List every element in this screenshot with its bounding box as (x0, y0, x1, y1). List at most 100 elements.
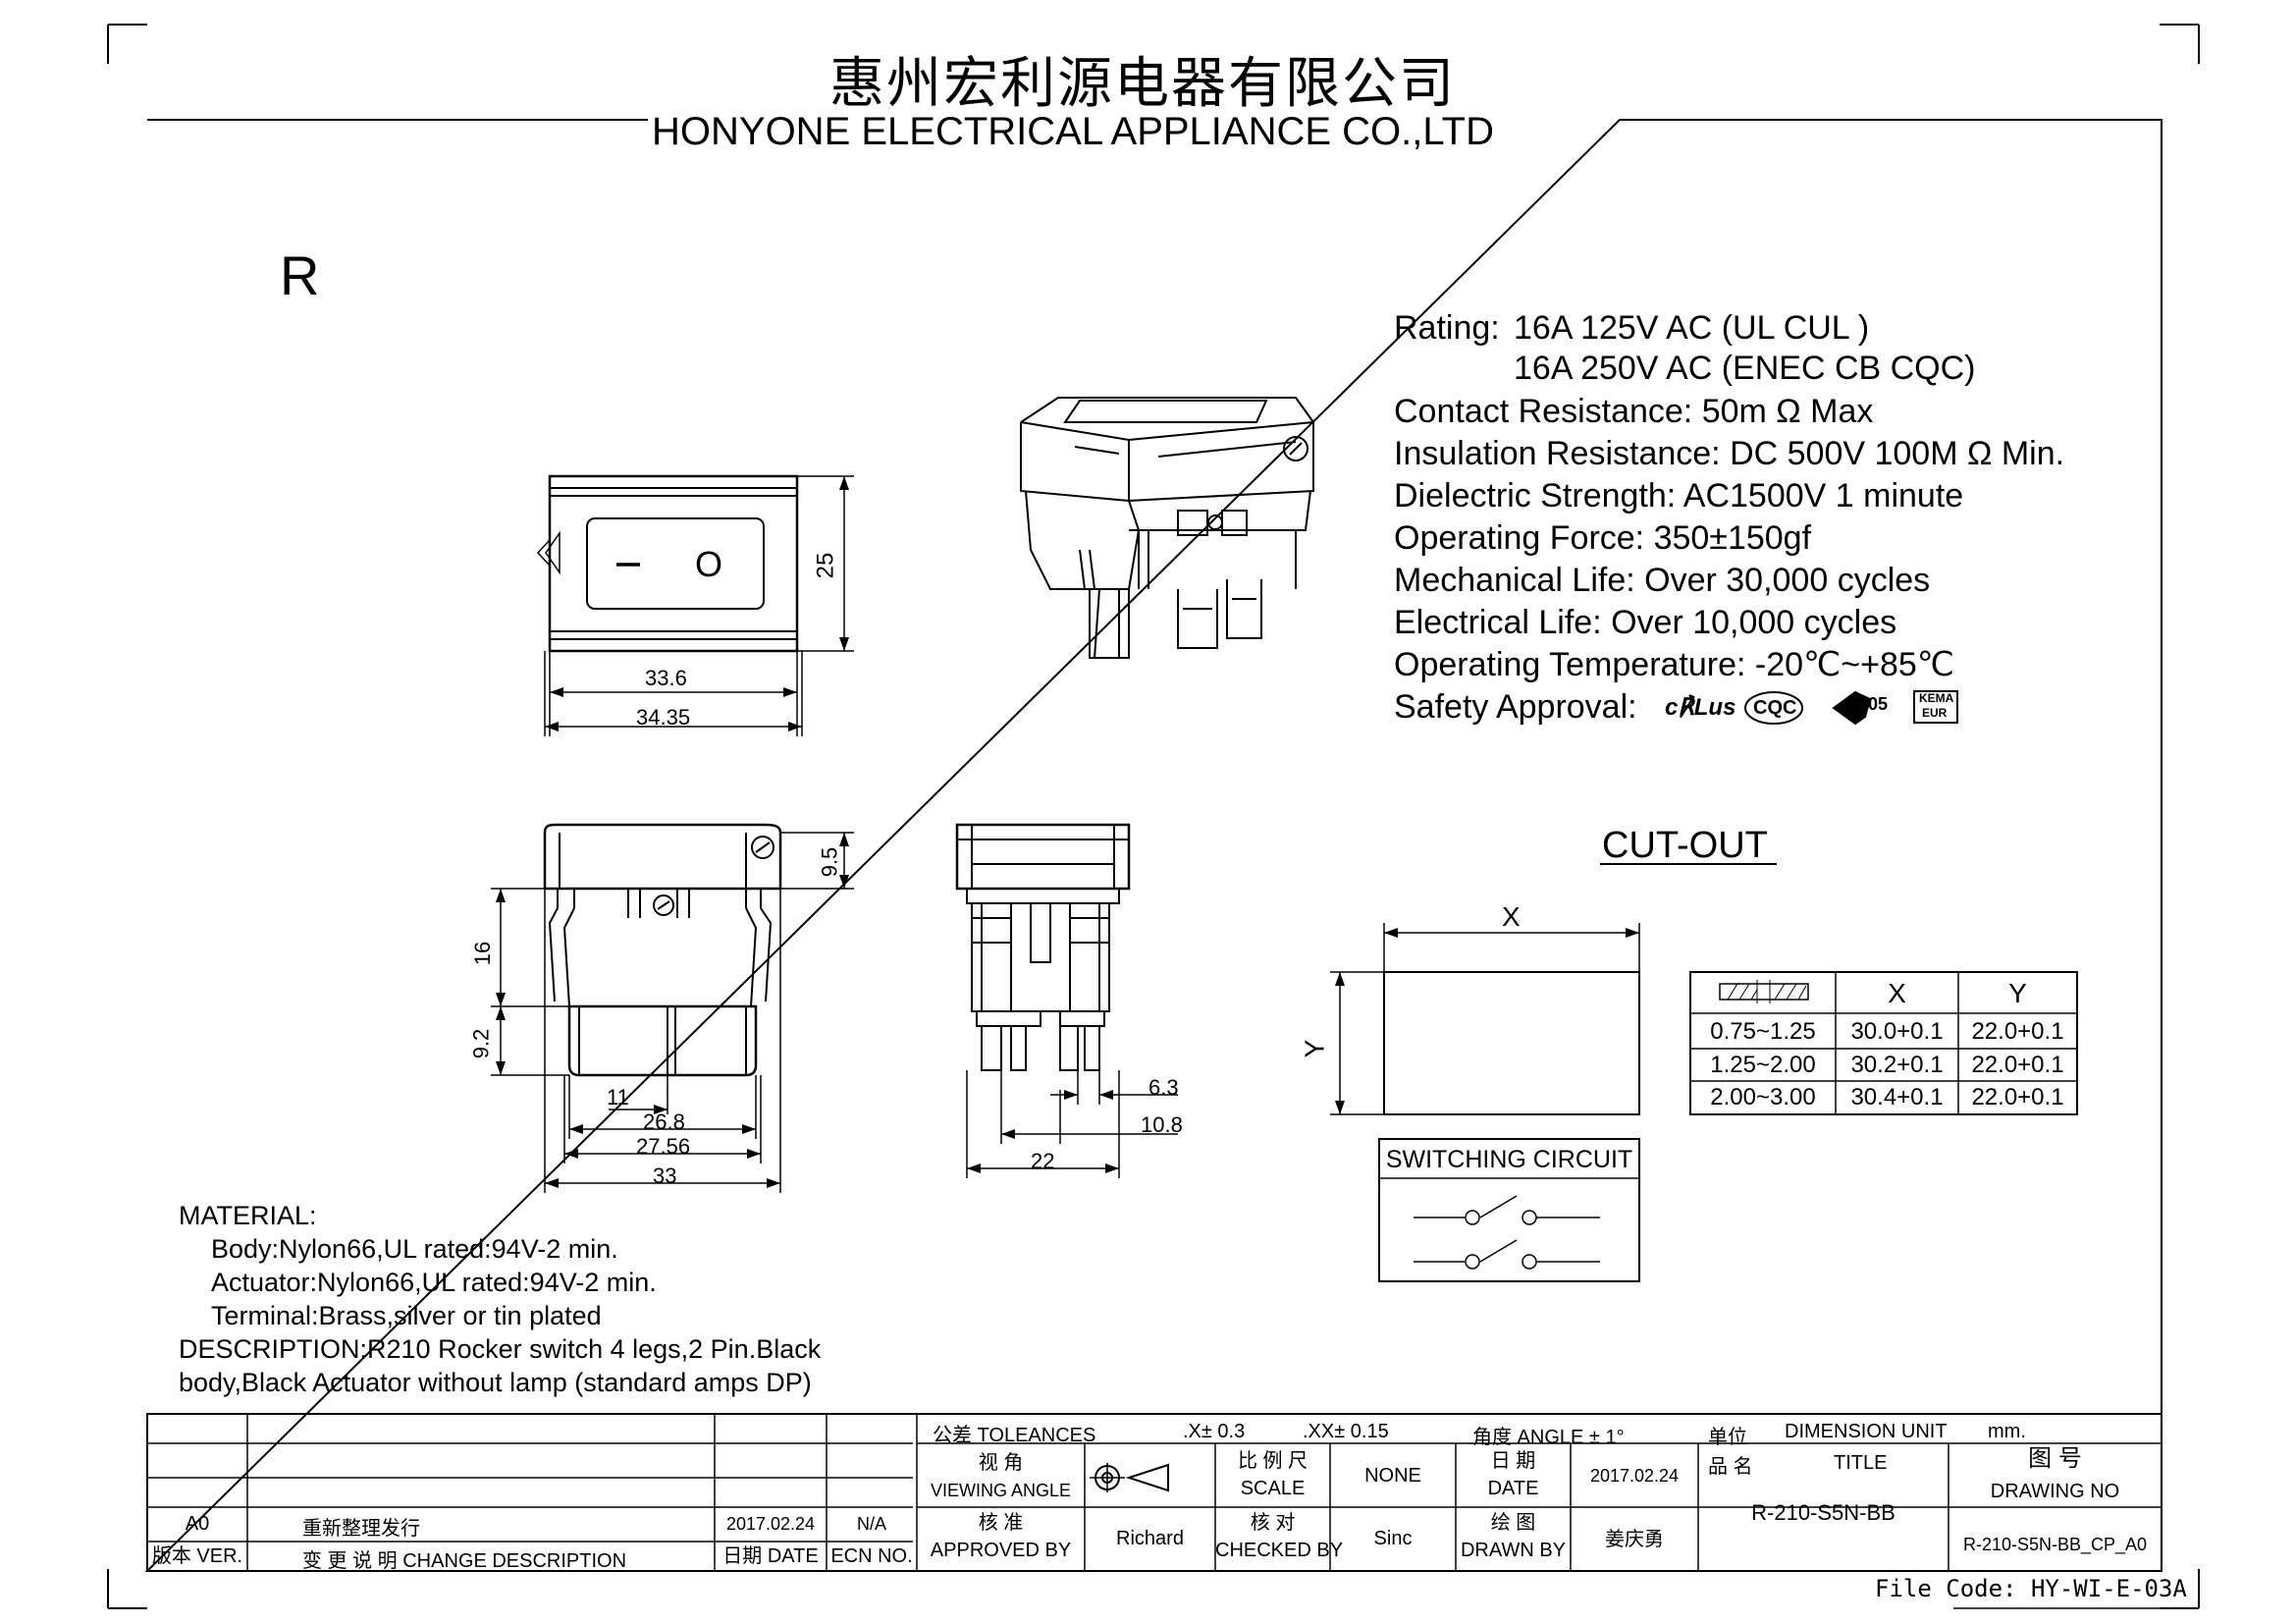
rating-label: Rating: (1394, 309, 1500, 347)
kema-eur-label: EUR (1922, 706, 1948, 720)
checked-by-value: Sinc (1373, 1528, 1413, 1549)
checked-cn: 核 对 (1250, 1512, 1296, 1534)
material-actuator: Actuator:Nylon66,UL rated:94V-2 min. (211, 1268, 657, 1297)
drawing-no-value: R-210-S5N-BB_CP_A0 (1962, 1535, 2148, 1554)
change-description-header: 变 更 说 明 CHANGE DESCRIPTION (302, 1550, 627, 1572)
drawing-no-cn: 图 号 (2028, 1445, 2082, 1472)
drawn-by-label: DRAWN BY (1460, 1540, 1567, 1561)
material-heading: MATERIAL: (179, 1201, 317, 1230)
rating-line-1: 16A 125V AC (UL CUL ) (1514, 309, 1870, 347)
company-name-en: HONYONE ELECTRICAL APPLIANCE CO.,LTD (648, 110, 1498, 154)
cutout-title: CUT-OUT (1602, 825, 1768, 866)
scale-value: NONE (1364, 1465, 1421, 1487)
kema-mark-icon: KEMA (1919, 691, 1954, 705)
front-dim-width-1: 33.6 (645, 666, 687, 690)
material-body: Body:Nylon66,UL rated:94V-2 min. (211, 1234, 618, 1264)
viewing-angle-cn: 视 角 (978, 1452, 1024, 1474)
safety-approval: Safety Approval: (1394, 688, 1637, 726)
switching-circuit-drawing (1378, 1138, 1640, 1282)
date-value: 2017.02.24 (1589, 1466, 1680, 1486)
scale-cn: 比 例 尺 (1237, 1450, 1308, 1472)
tolerance-angle: 角度 ANGLE ± 1° (1472, 1427, 1625, 1448)
side-dim-top: 9.5 (817, 846, 842, 878)
ecn-header: ECN NO. (830, 1545, 913, 1567)
title-block-grid (146, 1413, 2163, 1572)
drawn-by-value: 姜庆勇 (1605, 1527, 1664, 1550)
scale-label: SCALE (1240, 1478, 1306, 1499)
cutout-table-header-x: X (1888, 978, 1906, 1008)
side-dim-9-2: 9.2 (468, 1028, 494, 1059)
tolerance-xx: .XX± 0.15 (1303, 1421, 1389, 1442)
insulation-resistance: Insulation Resistance: DC 500V 100M Ω Mi… (1394, 435, 2065, 472)
cutout-label-y: Y (1299, 1039, 1330, 1058)
approved-by-label: APPROVED BY (930, 1540, 1072, 1561)
checked-by-label: CHECKED BY (1215, 1540, 1344, 1561)
cutout-row-y: 22.0+0.1 (1971, 1052, 2064, 1078)
name-cn: 品 名 (1708, 1456, 1753, 1478)
revision-value: A0 (185, 1513, 210, 1535)
cutout-table-header-y: Y (2008, 978, 2027, 1008)
version-header: 版本 VER. (151, 1545, 243, 1567)
cutout-row-x: 30.4+0.1 (1850, 1084, 1944, 1110)
approval-marks-drawing (1744, 690, 1958, 726)
switching-circuit-title: SWITCHING CIRCUIT (1385, 1146, 1633, 1173)
end-view-drawing (955, 823, 1178, 1178)
file-code: File Code: HY-WI-E-03A (1875, 1575, 2187, 1602)
description-line-2: body,Black Actuator without lamp (standa… (179, 1368, 812, 1397)
viewing-angle-label: VIEWING ANGLE (930, 1481, 1072, 1500)
side-dim-11: 11 (607, 1085, 629, 1110)
cutout-row-x: 30.2+0.1 (1850, 1052, 1944, 1078)
cutout-drawing (1330, 863, 2078, 1115)
cutout-row-x: 30.0+0.1 (1850, 1018, 1944, 1045)
tolerance-x: .X± 0.3 (1183, 1421, 1246, 1442)
revision-date-value: 2017.02.24 (725, 1514, 816, 1534)
end-dim-6-3: 6.3 (1148, 1075, 1179, 1100)
side-dim-26-8: 26.8 (643, 1110, 685, 1134)
front-dim-width-2: 34.35 (636, 705, 691, 730)
drawn-cn: 绘 图 (1490, 1512, 1536, 1534)
enec-mark-icon: 05 (1868, 694, 1889, 714)
title-value: R-210-S5N-BB (1751, 1500, 1896, 1525)
cutout-row-thickness: 1.25~2.00 (1710, 1052, 1816, 1078)
side-dim-33: 33 (653, 1164, 677, 1188)
ecn-value: N/A (856, 1514, 886, 1534)
unit-label: DIMENSION UNIT (1785, 1421, 1948, 1442)
approved-cn: 核 准 (978, 1512, 1024, 1534)
side-view-drawing (491, 823, 854, 1193)
description-line-1: DESCRIPTION:R210 Rocker switch 4 legs,2 … (179, 1334, 822, 1364)
drawing-no-label: DRAWING NO (1990, 1481, 2120, 1502)
front-dim-height: 25 (812, 552, 839, 579)
cqc-mark-icon: CQC (1753, 697, 1797, 719)
front-view-drawing (536, 474, 854, 736)
end-dim-22: 22 (1031, 1149, 1055, 1173)
operating-force: Operating Force: 350±150gf (1394, 519, 1812, 557)
contact-resistance: Contact Resistance: 50m Ω Max (1394, 393, 1874, 430)
change-description-value: 重新整理发行 (302, 1516, 420, 1540)
date-label: DATE (1487, 1478, 1539, 1499)
unit-value: mm. (1988, 1421, 2026, 1442)
operating-temperature: Operating Temperature: -20℃~+85℃ (1394, 646, 1954, 683)
series-letter: R (280, 244, 320, 306)
electrical-life: Electrical Life: Over 10,000 cycles (1394, 604, 1897, 641)
cutout-row-thickness: 0.75~1.25 (1710, 1018, 1816, 1045)
company-name-cn: 惠州宏利源电器有限公司 (829, 52, 1456, 116)
material-terminal: Terminal:Brass,silver or tin plated (211, 1301, 602, 1330)
approved-by-value: Richard (1116, 1528, 1184, 1549)
unit-cn: 单位 (1708, 1427, 1747, 1448)
end-dim-10-8: 10.8 (1141, 1112, 1183, 1137)
cutout-row-y: 22.0+0.1 (1971, 1084, 2064, 1110)
side-dim-27-56: 27.56 (636, 1134, 691, 1159)
date-header: 日期 DATE (722, 1545, 819, 1567)
cutout-label-x: X (1502, 901, 1521, 932)
rating-line-2: 16A 250V AC (ENEC CB CQC) (1514, 350, 1976, 387)
cutout-row-thickness: 2.00~3.00 (1710, 1084, 1816, 1110)
ul-mark-icon: c℟Lus (1665, 694, 1736, 721)
dielectric-strength: Dielectric Strength: AC1500V 1 minute (1394, 477, 1964, 514)
cutout-row-y: 22.0+0.1 (1971, 1018, 2064, 1045)
date-cn: 日 期 (1490, 1450, 1536, 1472)
isometric-view-drawing (1020, 397, 1314, 659)
tolerance-label: 公差 TOLEANCES (933, 1425, 1096, 1446)
title-label: TITLE (1834, 1452, 1888, 1474)
off-symbol: O (695, 544, 723, 584)
